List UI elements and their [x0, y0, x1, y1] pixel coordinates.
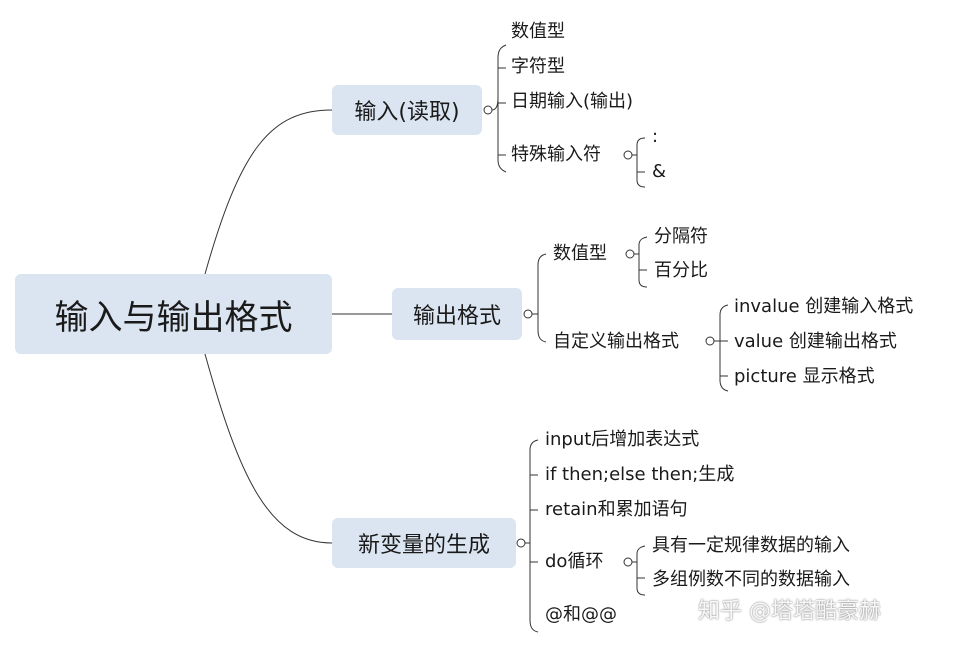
topic-output-numeric[interactable]: 数值型: [553, 243, 607, 264]
topic-custom-invalue[interactable]: invalue 创建输入格式: [734, 296, 914, 317]
topic-doloop-groups[interactable]: 多组例数不同的数据输入: [652, 569, 850, 590]
topic-special-colon[interactable]: :: [652, 126, 659, 147]
topic-numeric-separator[interactable]: 分隔符: [654, 226, 708, 247]
topic-custom-value[interactable]: value 创建输出格式: [734, 331, 897, 352]
topic-newvar-ifthen[interactable]: if then;else then;生成: [545, 464, 735, 485]
brace-special: [632, 137, 646, 188]
topic-input-date[interactable]: 日期输入(输出): [511, 91, 634, 112]
collapse-toggle-newvar: [516, 538, 526, 548]
topic-numeric-percent[interactable]: 百分比: [654, 260, 708, 281]
topic-newvar-at[interactable]: @和@@: [545, 604, 617, 625]
collapse-toggle-input: [483, 105, 493, 115]
collapse-toggle-numeric: [625, 249, 635, 259]
connector-root-newvar: [204, 353, 333, 544]
brace-newvar: [525, 439, 539, 633]
watermark: 知乎 @塔塔酷豪赫: [698, 599, 881, 624]
brace-custom: [714, 304, 729, 392]
topic-newvar-retain[interactable]: retain和累加语句: [545, 499, 688, 520]
topic-custom-picture[interactable]: picture 显示格式: [734, 366, 875, 387]
topic-newvar-input-expr[interactable]: input后增加表达式: [545, 429, 700, 450]
collapse-toggle-output: [523, 309, 533, 319]
topic-input-special[interactable]: 特殊输入符: [511, 144, 601, 165]
topic-newvar-doloop[interactable]: do循环: [545, 551, 604, 572]
collapse-toggle-special: [623, 150, 633, 160]
collapse-toggle-doloop: [623, 557, 633, 567]
topic-input-numeric[interactable]: 数值型: [511, 21, 565, 42]
root-node[interactable]: 输入与输出格式: [15, 274, 332, 354]
topic-output-custom[interactable]: 自定义输出格式: [553, 331, 679, 352]
brace-doloop: [632, 545, 646, 596]
brace-numeric: [634, 236, 648, 288]
topic-input-character[interactable]: 字符型: [511, 56, 565, 77]
brace-input: [491, 44, 507, 173]
topic-output[interactable]: 输出格式: [392, 288, 522, 340]
topic-input[interactable]: 输入(读取): [332, 85, 482, 135]
topic-newvar[interactable]: 新变量的生成: [332, 518, 516, 568]
topic-special-ampersand[interactable]: &: [652, 161, 667, 182]
connector-root-input: [204, 109, 333, 275]
topic-doloop-regular[interactable]: 具有一定规律数据的输入: [652, 535, 850, 556]
brace-output: [532, 253, 547, 343]
collapse-toggle-custom: [705, 336, 715, 346]
